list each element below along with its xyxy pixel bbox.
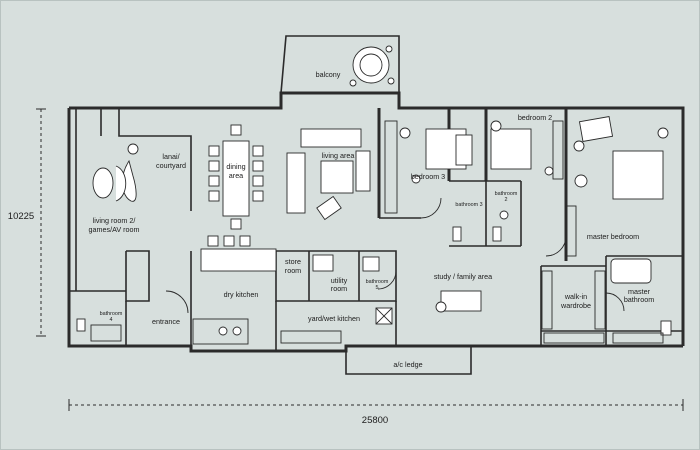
dimension-lines — [36, 108, 684, 411]
label-living2-2: games/AV room — [89, 225, 140, 234]
label-master-bath-1: master — [628, 287, 651, 296]
label-living2-1: living room 2/ — [93, 216, 136, 225]
label-entrance: entrance — [152, 317, 180, 326]
furniture — [76, 116, 672, 345]
label-bathroom5-1: bathroom — [366, 279, 389, 285]
label-store-2: room — [285, 266, 301, 275]
label-yard: yard/wet kitchen — [308, 314, 360, 323]
label-walkin-2: wardrobe — [560, 301, 591, 310]
dimension-width-label: 25800 — [362, 415, 388, 426]
room-labels: balcony lanai/ courtyard dining area liv… — [89, 70, 655, 369]
dimension-height-label: 10225 — [8, 211, 34, 222]
label-bathroom4-1: bathroom — [100, 311, 123, 317]
label-walkin-1: walk-in — [564, 292, 587, 301]
label-ac-ledge: a/c ledge — [393, 360, 422, 369]
door-swings — [165, 197, 625, 314]
label-dining-2: area — [229, 171, 243, 180]
label-bathroom4-2: 4 — [110, 317, 113, 323]
label-living-area: living area — [322, 151, 355, 160]
label-bedroom2: bedroom 2 — [518, 113, 552, 122]
label-utility-2: room — [331, 284, 347, 293]
label-bedroom3: bedroom 3 — [411, 172, 445, 181]
label-bathroom2-2: 2 — [505, 197, 508, 203]
label-store-1: store — [285, 257, 301, 266]
label-lanai-2: courtyard — [156, 161, 186, 170]
interior-walls — [69, 108, 683, 351]
label-bathroom3: bathroom 3 — [455, 202, 482, 208]
ac-ledge — [345, 346, 472, 375]
label-bathroom5-2: 5 — [376, 285, 379, 291]
label-master-bedroom: master bedroom — [587, 232, 639, 241]
label-study: study / family area — [434, 272, 492, 281]
label-balcony: balcony — [316, 70, 341, 79]
label-utility-1: utility — [331, 276, 348, 285]
label-dry-kitchen: dry kitchen — [224, 290, 259, 299]
balcony-area — [280, 35, 400, 94]
label-dining-1: dining — [226, 162, 245, 171]
label-bathroom2-1: bathroom — [495, 191, 518, 197]
label-master-bath-2: bathroom — [624, 295, 654, 304]
label-lanai-1: lanai/ — [162, 152, 179, 161]
